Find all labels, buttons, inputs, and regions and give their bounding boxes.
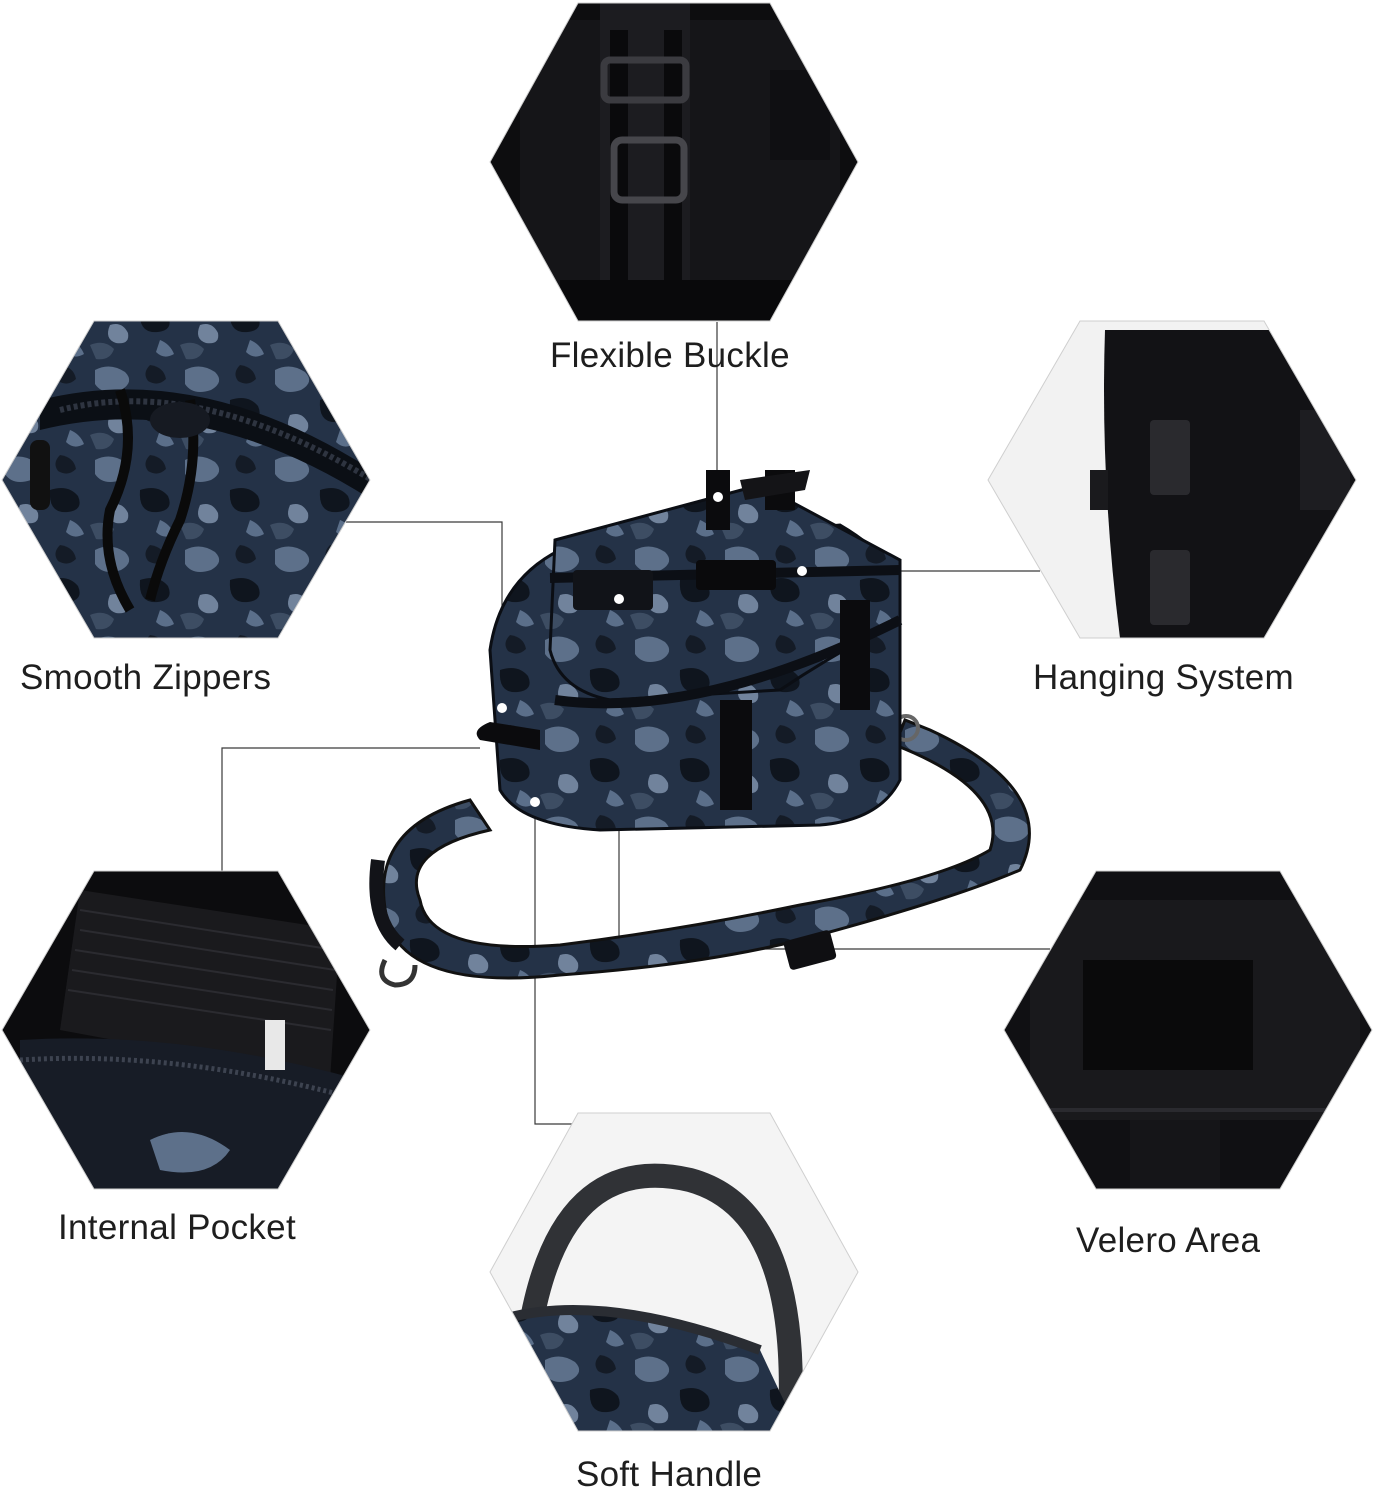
leader-line-handle	[534, 802, 582, 1125]
soft-handle-photo	[490, 1113, 858, 1431]
soft-handle-label: Soft Handle	[576, 1455, 763, 1490]
flexible-buckle-label: Flexible Buckle	[550, 336, 790, 375]
internal-pocket-label: Internal Pocket	[58, 1208, 296, 1247]
smooth-zippers-photo	[2, 321, 370, 638]
flexible-buckle-photo	[490, 3, 858, 321]
smooth-zippers-label: Smooth Zippers	[20, 658, 272, 697]
velcro-area-label: Velero Area	[1076, 1221, 1261, 1260]
central-bag-photo	[369, 470, 1031, 988]
hanging-system-label: Hanging System	[1033, 658, 1294, 697]
leader-line-pocket	[221, 747, 480, 871]
internal-pocket-photo	[2, 871, 370, 1189]
velcro-area-photo	[1004, 871, 1372, 1189]
hanging-system-photo	[988, 321, 1356, 638]
leader-line-zippers	[346, 521, 503, 708]
